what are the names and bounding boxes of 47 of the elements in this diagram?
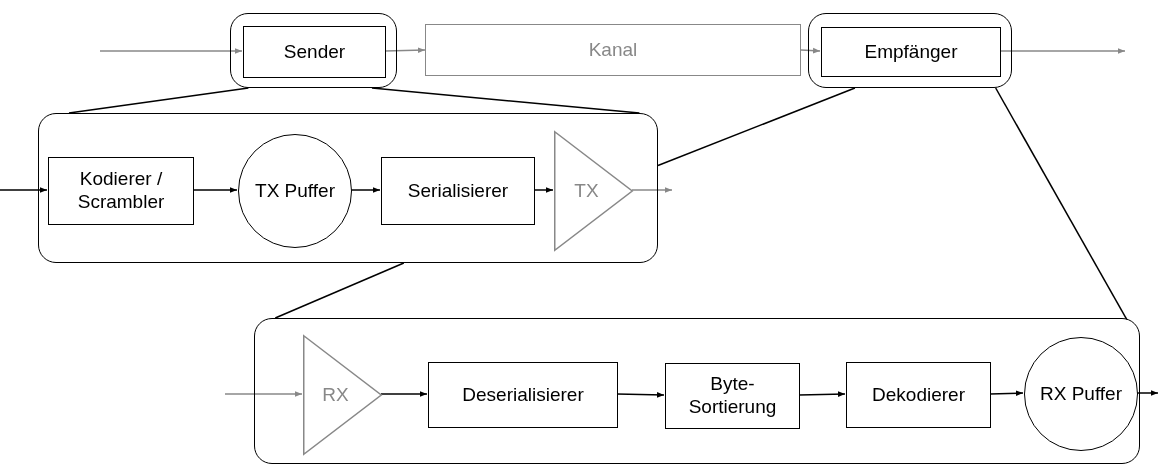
arrow <box>616 392 665 398</box>
arrow <box>0 187 48 193</box>
zoom-line <box>274 262 405 319</box>
arrow <box>999 48 1126 54</box>
arrow <box>350 187 381 193</box>
arrow <box>631 187 673 193</box>
arrow <box>800 47 821 54</box>
arrow <box>224 391 303 397</box>
zoom-frame <box>254 318 1140 464</box>
node-label: Deserialisierer <box>462 383 584 407</box>
process-box <box>425 24 801 76</box>
amplifier-triangle <box>303 335 382 455</box>
process-box <box>381 157 535 225</box>
buffer-circle <box>1024 337 1138 451</box>
zoom-frame <box>808 13 1012 88</box>
node-label: Kanal <box>588 38 638 62</box>
process-box <box>846 362 991 428</box>
node-label: Byte-Sortierung <box>687 373 778 419</box>
arrow <box>380 391 428 397</box>
process-box <box>243 26 386 78</box>
process-box <box>48 157 194 225</box>
arrow <box>99 48 243 54</box>
node-label: RX <box>322 383 349 407</box>
zoom-line <box>657 87 856 167</box>
process-box <box>428 362 618 428</box>
zoom-line <box>371 87 641 114</box>
process-box <box>665 363 800 429</box>
zoom-frame <box>38 113 658 263</box>
arrow <box>384 47 426 53</box>
arrow <box>989 390 1024 396</box>
zoom-line <box>994 87 1128 321</box>
amplifier-triangle <box>554 131 633 251</box>
arrow <box>533 187 554 193</box>
node-label: TX <box>574 179 599 203</box>
node-label: Kodierer / Scrambler <box>76 168 166 214</box>
node-label: TX Puffer <box>255 179 335 203</box>
node-label: RX Puffer <box>1040 382 1122 406</box>
node-label: Sender <box>283 40 346 64</box>
node-label: Dekodierer <box>872 383 965 407</box>
process-box <box>821 27 1001 77</box>
arrow <box>192 187 238 193</box>
node-label: Serialisierer <box>407 179 509 203</box>
zoom-line <box>68 87 250 114</box>
zoom-frame <box>230 13 397 88</box>
buffer-circle <box>238 134 352 248</box>
arrow <box>798 391 846 397</box>
node-label: Empfänger <box>864 40 958 64</box>
